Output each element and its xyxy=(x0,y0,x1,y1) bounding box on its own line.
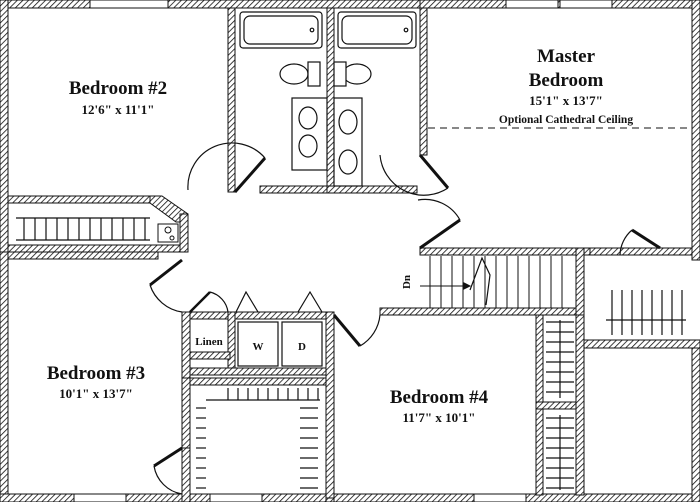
linen-label: Linen xyxy=(195,336,223,348)
doors xyxy=(149,142,661,495)
wall-right-lower xyxy=(691,339,700,502)
wall-bottom-left xyxy=(0,493,335,502)
door-master-hall xyxy=(417,198,461,250)
door-bedroom3 xyxy=(149,258,183,313)
wall-bed3-top xyxy=(7,251,159,260)
closet-rods xyxy=(16,217,686,490)
toilet-right xyxy=(333,61,372,87)
wall-left-lower xyxy=(0,251,9,502)
bedroom2-name: Bedroom #2 xyxy=(69,78,167,99)
dryer xyxy=(281,321,323,367)
wall-bath-mid xyxy=(326,7,335,193)
bath-fixtures xyxy=(239,11,417,187)
wall-left-upper xyxy=(0,0,9,261)
window-bedroom2 xyxy=(89,0,169,9)
washer xyxy=(237,321,279,367)
bedroom2-dims: 12'6" x 11'1" xyxy=(82,102,155,117)
wall-bed4-left xyxy=(325,311,335,499)
wall-linen-right xyxy=(227,311,236,373)
water-heater xyxy=(157,223,179,243)
labels: Bedroom #2 12'6" x 11'1" Master Bedroom … xyxy=(47,46,634,425)
bedroom3-name: Bedroom #3 xyxy=(47,363,145,384)
wall-b4closet-right xyxy=(575,314,585,496)
windows xyxy=(73,0,613,502)
toilet-left xyxy=(279,61,321,87)
master-dims: 15'1" x 13'7" xyxy=(529,93,603,108)
wall-right-upper xyxy=(691,0,700,261)
wall-bed2-bottom xyxy=(7,195,159,204)
wall-bath-bottom-right xyxy=(326,185,418,194)
master-name-2: Bedroom xyxy=(529,70,604,91)
wall-bath-left xyxy=(227,7,236,193)
wall-closet-right xyxy=(179,213,189,253)
wall-laundry-top xyxy=(181,311,335,320)
window-master-1 xyxy=(505,0,559,9)
laundry-appliances xyxy=(237,321,323,367)
wall-bath-right xyxy=(419,7,428,156)
door-bedroom2 xyxy=(187,142,267,193)
wall-mcloset-bottom xyxy=(583,339,700,349)
wall-closet-bottom xyxy=(7,244,189,253)
bedroom3-dims: 10'1" x 13'7" xyxy=(59,386,133,401)
wall-stair-bottom xyxy=(379,307,581,316)
wall-top-left xyxy=(0,0,429,9)
interior-walls xyxy=(7,7,700,502)
wall-b3closet-left xyxy=(181,377,191,449)
window-master-2 xyxy=(559,0,613,9)
door-bed3-closet xyxy=(153,446,183,495)
bedroom4-dims: 11'7" x 10'1" xyxy=(403,410,476,425)
door-master-closet xyxy=(619,228,661,256)
door-bedroom4 xyxy=(332,314,381,347)
master-note: Optional Cathedral Ceiling xyxy=(499,114,633,126)
washer-label: W xyxy=(253,341,264,353)
window-bed4 xyxy=(473,493,527,502)
master-name-1: Master xyxy=(537,46,596,67)
door-linen xyxy=(189,291,229,313)
door-laundry xyxy=(235,290,323,313)
door-master xyxy=(379,154,450,196)
wall-stair-top xyxy=(419,247,591,256)
wall-linen-bottom xyxy=(189,351,231,360)
wall-b3closet-top xyxy=(189,377,327,386)
bedroom4-name: Bedroom #4 xyxy=(390,387,489,408)
staircase xyxy=(420,256,563,308)
stair-down-label: Dn xyxy=(401,275,413,289)
wall-laundry-bottom xyxy=(189,367,327,376)
window-bed3 xyxy=(73,493,127,502)
window-bed3-2 xyxy=(209,493,263,502)
dryer-label: D xyxy=(298,341,306,353)
wall-bath-bottom-left xyxy=(259,185,335,194)
